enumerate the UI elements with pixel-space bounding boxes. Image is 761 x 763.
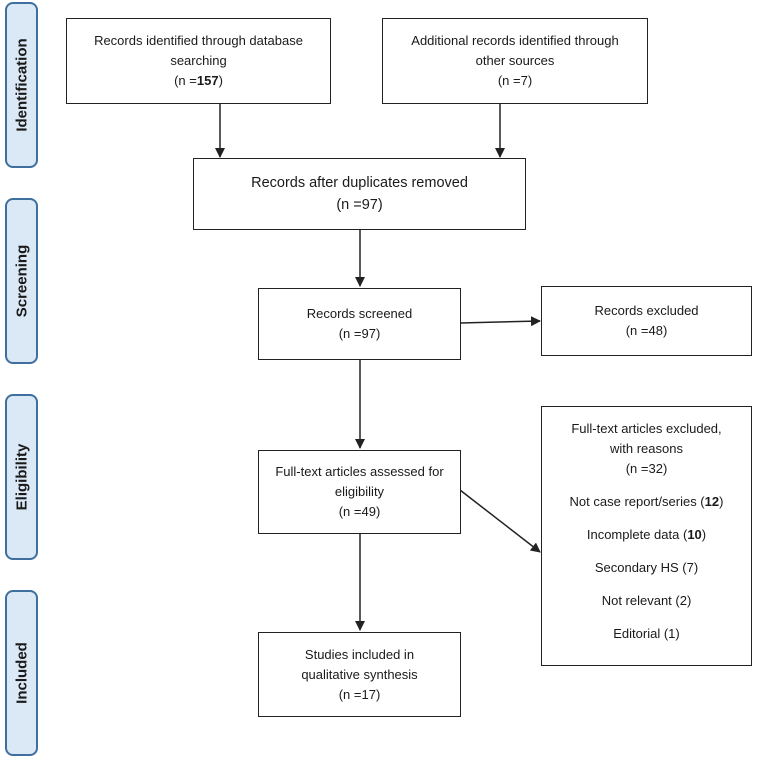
box-other-sources: Additional records identified through ot… — [382, 18, 648, 104]
reason-not-relevant: Not relevant (2) — [601, 593, 692, 608]
fulltext-line2: eligibility — [334, 484, 385, 499]
excluded-count: (n =48) — [625, 323, 668, 338]
box-database-records: Records identified through database sear… — [66, 18, 331, 104]
phase-eligibility: Eligibility — [5, 394, 38, 560]
database-count: (n =157) — [174, 73, 223, 88]
phase-screening: Screening — [5, 198, 38, 364]
fulltext-excluded-line2: with reasons — [610, 441, 683, 456]
arrow-fulltext-to-excluded — [459, 489, 541, 553]
screened-line1: Records screened — [306, 306, 413, 321]
box-fulltext-excluded: Full-text articles excluded, with reason… — [541, 406, 752, 666]
phase-included: Included — [5, 590, 38, 756]
screened-count: (n =97) — [338, 326, 381, 341]
duplicates-line1: Records after duplicates removed — [251, 175, 468, 191]
reason-editorial: Editorial (1) — [613, 626, 680, 641]
included-line1: Studies included in — [304, 646, 415, 662]
other-count: (n =7) — [497, 73, 533, 88]
fulltext-count: (n =49) — [338, 504, 381, 519]
phase-identification: Identification — [5, 2, 38, 168]
box-records-excluded: Records excluded (n =48) — [541, 286, 752, 356]
excluded-line1: Records excluded — [594, 303, 699, 318]
box-records-screened: Records screened (n =97) — [258, 288, 461, 360]
other-line2: other sources — [475, 53, 555, 68]
database-line2: searching — [170, 53, 227, 68]
reason-incomplete-data: Incomplete data (10) — [586, 527, 707, 542]
box-duplicates-removed: Records after duplicates removed (n =97) — [193, 158, 526, 230]
database-line1: Records identified through database — [94, 33, 303, 48]
other-line1: Additional records identified through — [411, 33, 619, 48]
fulltext-excluded-line1: Full-text articles excluded, — [571, 421, 722, 436]
box-studies-included: Studies included in qualitative synthesi… — [258, 632, 461, 717]
fulltext-excluded-count: (n =32) — [625, 461, 668, 476]
included-line2: qualitative synthesis — [301, 666, 418, 682]
included-count: (n =17) — [338, 686, 381, 702]
arrow-screened-to-excluded — [459, 316, 541, 327]
reason-secondary-hs: Secondary HS (7) — [594, 560, 699, 575]
fulltext-line1: Full-text articles assessed for — [275, 464, 444, 479]
box-fulltext-assessed: Full-text articles assessed for eligibil… — [258, 450, 461, 534]
reason-not-case-report: Not case report/series (12) — [569, 494, 724, 509]
duplicates-count: (n =97) — [336, 197, 383, 213]
